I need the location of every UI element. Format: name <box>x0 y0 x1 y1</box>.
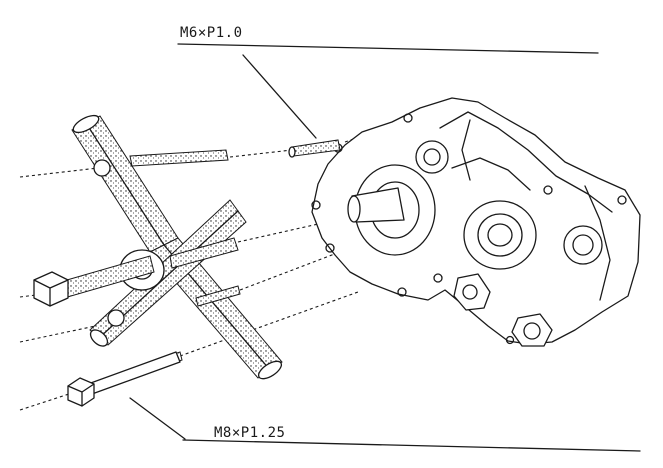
bearing-small <box>563 225 603 265</box>
m6-bolt <box>288 139 341 158</box>
puller-tool <box>71 114 283 380</box>
alignment-line <box>19 294 37 298</box>
lower-mount-hole <box>462 284 478 300</box>
puller-arm-end <box>89 329 109 347</box>
drain-boss <box>511 313 553 347</box>
flange-bolt-hole <box>617 195 627 205</box>
forcing-screw-hex-head <box>33 271 69 307</box>
alignment-line <box>229 149 293 158</box>
upper-boss <box>415 140 449 174</box>
bearing-small-bore <box>572 234 594 256</box>
upper-boss-bore <box>423 148 441 166</box>
puller-rods <box>129 149 241 371</box>
m8-bolt <box>67 351 181 407</box>
m6-bolt-tip <box>288 146 296 158</box>
bottom-callout-underline <box>182 439 641 452</box>
m8-bolt-hex-edge <box>67 383 95 407</box>
bottom-callout-leader <box>129 397 186 440</box>
flange-bolt-hole <box>433 273 443 283</box>
bottom-bolt-spec-label: M8×P1.25 <box>214 425 285 441</box>
forcing-screw <box>33 255 155 307</box>
bearing-large-bore <box>487 223 513 247</box>
flange-bolt-hole <box>505 335 515 345</box>
puller-arm-slot <box>85 122 271 371</box>
lower-mount-tab <box>453 273 491 311</box>
drain-hole <box>523 322 541 340</box>
flange-bolt-hole <box>403 113 413 123</box>
bearing-large-race <box>477 213 523 257</box>
m8-bolt-shank <box>87 351 181 395</box>
threaded-rod-upper <box>129 149 229 167</box>
top-bolt-spec-label: M6×P1.0 <box>180 25 243 41</box>
top-callout-leader <box>242 54 317 139</box>
top-callout: M6×P1.0 <box>177 25 599 139</box>
top-callout-underline <box>177 43 599 54</box>
crankcase-inner-rib <box>584 185 611 301</box>
flange-bolt-hole <box>311 200 321 210</box>
crankcase-inner-rib <box>461 119 471 181</box>
crankcase <box>311 97 641 347</box>
alignment-line <box>19 167 99 178</box>
puller-arm-end <box>257 360 283 380</box>
alignment-line <box>19 324 101 343</box>
flange-bolt-hole <box>325 243 335 253</box>
flange-bolt-hole <box>543 185 553 195</box>
threaded-rod-middle <box>169 237 239 269</box>
forcing-screw-hex-edge <box>33 279 69 307</box>
alignment-line <box>179 291 359 357</box>
alignment-line <box>239 249 346 291</box>
bottom-callout: M8×P1.25 <box>129 397 641 452</box>
threaded-rod-lower <box>195 285 241 307</box>
puller-slider-block <box>93 159 111 177</box>
alignment-line <box>19 392 73 411</box>
m6-bolt-shank <box>291 139 341 157</box>
flange-bolt-hole <box>397 287 407 297</box>
puller-arm-end <box>72 114 100 134</box>
puller-slider-block <box>107 309 125 327</box>
crankshaft-end <box>347 195 361 223</box>
